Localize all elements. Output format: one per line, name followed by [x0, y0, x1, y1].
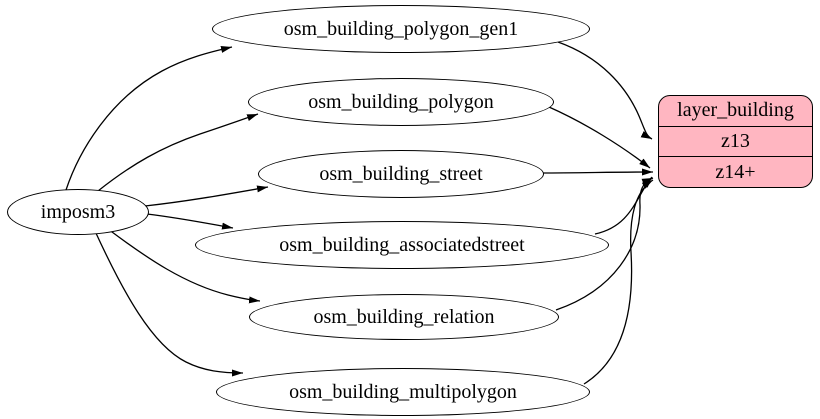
- edge-imposm3-to-osm-building-polygon: [97, 113, 259, 192]
- node-osm-building-relation-label: osm_building_relation: [313, 305, 495, 328]
- node-osm-building-polygon-gen1: osm_building_polygon_gen1: [212, 5, 590, 53]
- edge-imposm3-to-osm-building-associatedstreet: [146, 213, 234, 230]
- edge-osm-building-multipolygon-to-layer-building-z14: [583, 179, 654, 385]
- layer-building-port-z13: z13: [659, 125, 812, 157]
- node-osm-building-relation: osm_building_relation: [249, 294, 559, 340]
- node-imposm3-label: imposm3: [40, 200, 116, 223]
- node-osm-building-polygon-label: osm_building_polygon: [308, 90, 494, 113]
- node-osm-building-polygon: osm_building_polygon: [248, 78, 554, 126]
- layer-building-port-z13-label: z13: [721, 130, 750, 152]
- layer-building-title-row: layer_building: [659, 96, 812, 126]
- edge-osm-building-polygon-gen1-to-layer-building-z13: [557, 41, 653, 140]
- edge-imposm3-to-osm-building-multipolygon: [94, 230, 244, 377]
- node-osm-building-polygon-gen1-label: osm_building_polygon_gen1: [283, 17, 519, 40]
- edge-imposm3-to-osm-building-polygon-gen1: [65, 46, 233, 191]
- layer-building-port-z14-label: z14+: [715, 160, 756, 183]
- edge-imposm3-to-osm-building-street: [144, 185, 269, 207]
- node-imposm3: imposm3: [7, 189, 149, 235]
- node-osm-building-associatedstreet: osm_building_associatedstreet: [195, 221, 609, 269]
- node-osm-building-street: osm_building_street: [258, 150, 544, 198]
- layer-building-node: layer_building z13 z14+: [658, 95, 813, 188]
- node-osm-building-associatedstreet-label: osm_building_associatedstreet: [279, 233, 525, 256]
- edge-osm-building-polygon-to-layer-building-z14: [548, 106, 651, 169]
- node-osm-building-street-label: osm_building_street: [319, 162, 483, 185]
- layer-building-title: layer_building: [677, 99, 794, 122]
- node-osm-building-multipolygon: osm_building_multipolygon: [216, 368, 590, 416]
- node-osm-building-multipolygon-label: osm_building_multipolygon: [289, 380, 517, 403]
- edge-osm-building-street-to-layer-building-z14: [541, 168, 654, 176]
- layer-building-port-z14: z14+: [659, 156, 812, 187]
- edge-imposm3-to-osm-building-relation: [107, 228, 261, 304]
